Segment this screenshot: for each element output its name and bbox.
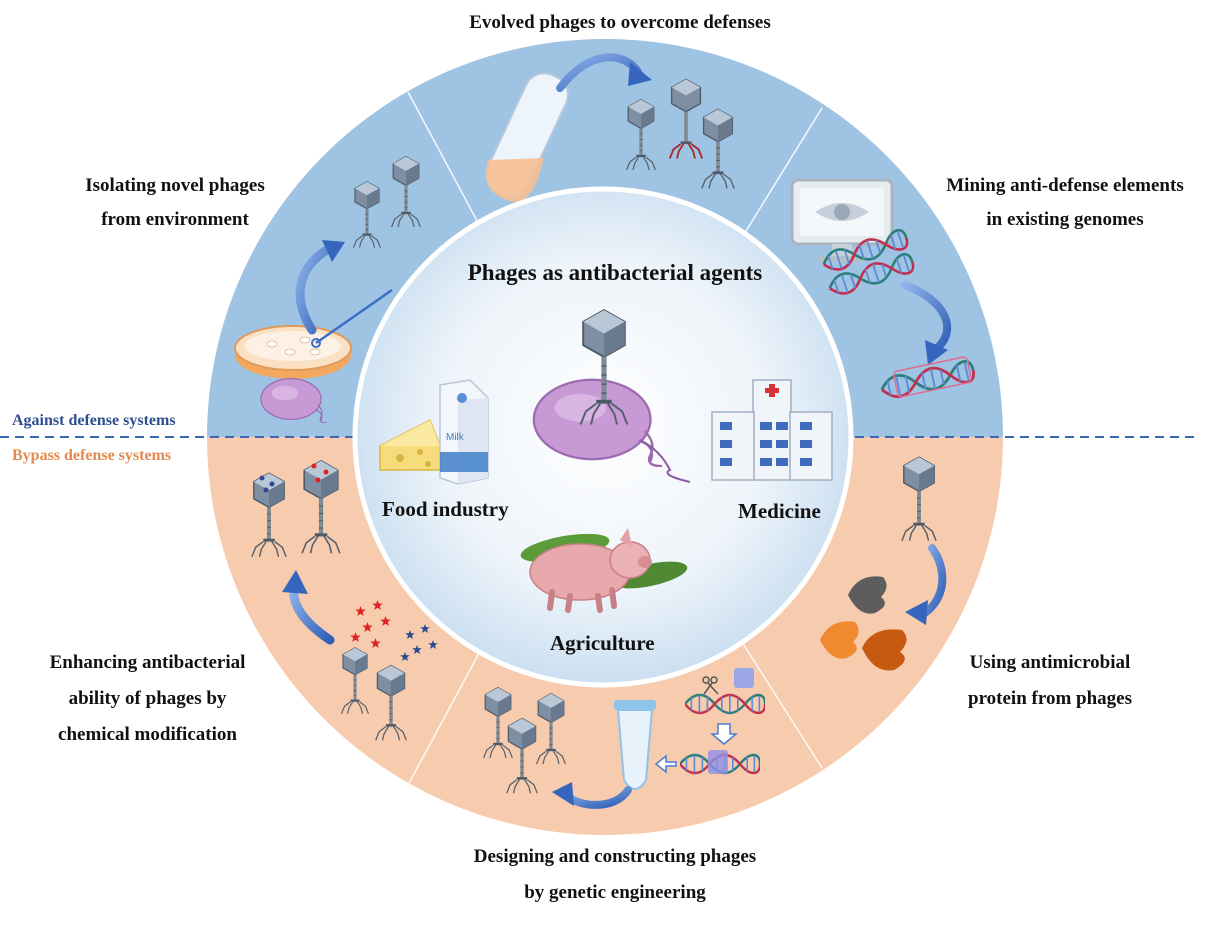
agriculture-label: Agriculture (550, 631, 655, 655)
microcentrifuge-tube-icon (614, 700, 656, 790)
curved-arrow-icon (918, 544, 947, 619)
bacterium-flagella (639, 439, 691, 483)
arrow-head-icon (925, 340, 948, 365)
scissors-icon (702, 676, 719, 695)
against-defense-systems-label: Against defense systems (12, 412, 176, 429)
using-antimicrobial-label-line1: Using antimicrobial (969, 652, 1131, 673)
enhancing-label-line1: Enhancing antibacterial (49, 652, 246, 673)
chemical-molecule-icon (259, 463, 329, 493)
arrow-head-icon (282, 570, 308, 594)
designing-label-line1: Designing and constructing phages (473, 846, 757, 867)
curved-arrow-icon (901, 281, 952, 354)
isolating-phages-label-line2: from environment (101, 209, 249, 230)
enhancing-label-line2: ability of phages by (68, 688, 227, 709)
mining-elements-label-line2: in existing genomes (986, 209, 1144, 230)
petri-dish-icon (234, 288, 393, 379)
hospital-icon (711, 379, 833, 481)
gene-fragment-icon (734, 668, 754, 688)
test-tube-icon (485, 72, 569, 202)
using-antimicrobial-label-line2: protein from phages (968, 688, 1132, 709)
food-industry-label: Food industry (382, 497, 509, 521)
curved-arrow-icon (295, 243, 335, 335)
arrow-head-icon (628, 62, 652, 86)
pig-icon (529, 528, 652, 613)
mining-elements-label-line1: Mining anti-defense elements (946, 175, 1184, 196)
selection-box-icon (893, 356, 972, 398)
milk-text: Milk (446, 432, 465, 443)
left-arrow-icon (654, 754, 677, 774)
designing-label-line2: by genetic engineering (524, 882, 706, 903)
gene-fragment-icon (708, 750, 728, 774)
isolating-phages-label-line1: Isolating novel phages (85, 175, 265, 196)
milk-carton-icon: Milk (439, 379, 489, 485)
down-arrow-icon (709, 723, 739, 745)
bypass-defense-systems-label: Bypass defense systems (12, 447, 172, 464)
evolved-phages-label: Evolved phages to overcome defenses (469, 12, 771, 33)
arrow-head-icon (552, 782, 574, 806)
enhancing-label-line3: chemical modification (58, 724, 237, 745)
center-title: Phages as antibacterial agents (467, 260, 763, 285)
cheese-icon (379, 418, 441, 471)
antimicrobial-protein-icon (820, 576, 907, 671)
arrow-head-icon (322, 240, 345, 262)
arrow-head-icon (905, 600, 928, 625)
medicine-label: Medicine (738, 499, 821, 523)
